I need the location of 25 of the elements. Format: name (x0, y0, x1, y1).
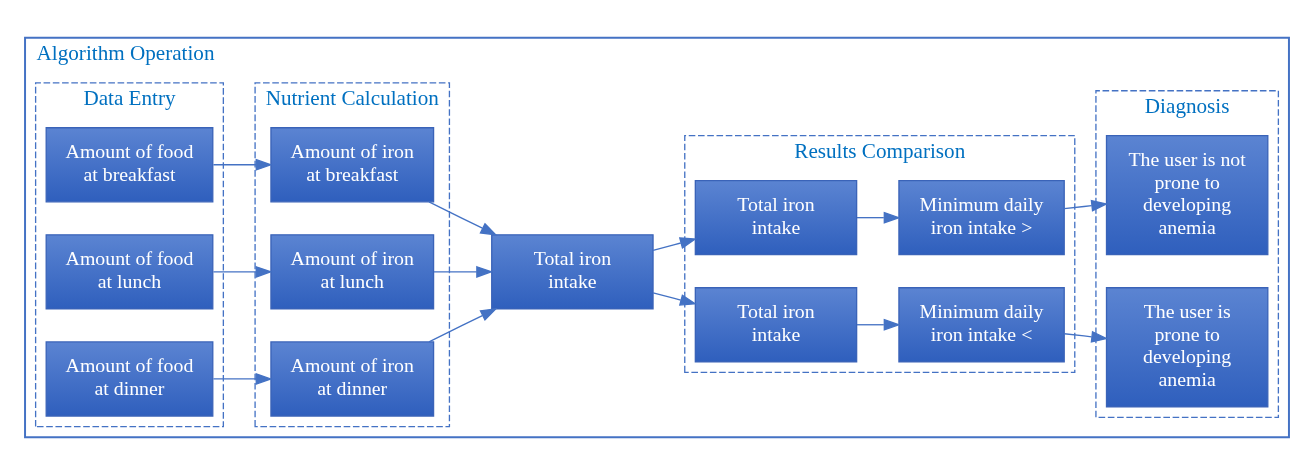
arrow (856, 318, 901, 331)
arrow (428, 308, 498, 343)
node-box: Amount of food at breakfast (45, 127, 214, 203)
node-box: Amount of food at lunch (45, 234, 214, 310)
node-box: Amount of iron at dinner (270, 341, 435, 417)
node-box: Total iron intake (491, 234, 654, 310)
node-box: Amount of food at dinner (45, 341, 214, 417)
arrow (1063, 199, 1109, 212)
node-box: Amount of iron at breakfast (270, 127, 435, 203)
arrow (1063, 330, 1109, 343)
node-box: Minimum daily iron intake > (898, 180, 1065, 256)
arrow (428, 201, 498, 236)
node-box: Amount of iron at lunch (270, 234, 435, 310)
arrow (652, 237, 698, 252)
node-box: Minimum daily iron intake < (898, 287, 1065, 363)
arrow (212, 265, 273, 278)
arrow (652, 292, 698, 306)
node-box: Total iron intake (694, 180, 858, 256)
arrow (212, 372, 273, 385)
arrow (433, 265, 494, 278)
arrow (856, 211, 901, 224)
arrow (212, 158, 273, 171)
node-box: The user is not prone to developing anemia (1105, 135, 1269, 256)
node-box: The user is prone to developing anemia (1105, 287, 1269, 408)
node-box: Total iron intake (694, 287, 858, 363)
